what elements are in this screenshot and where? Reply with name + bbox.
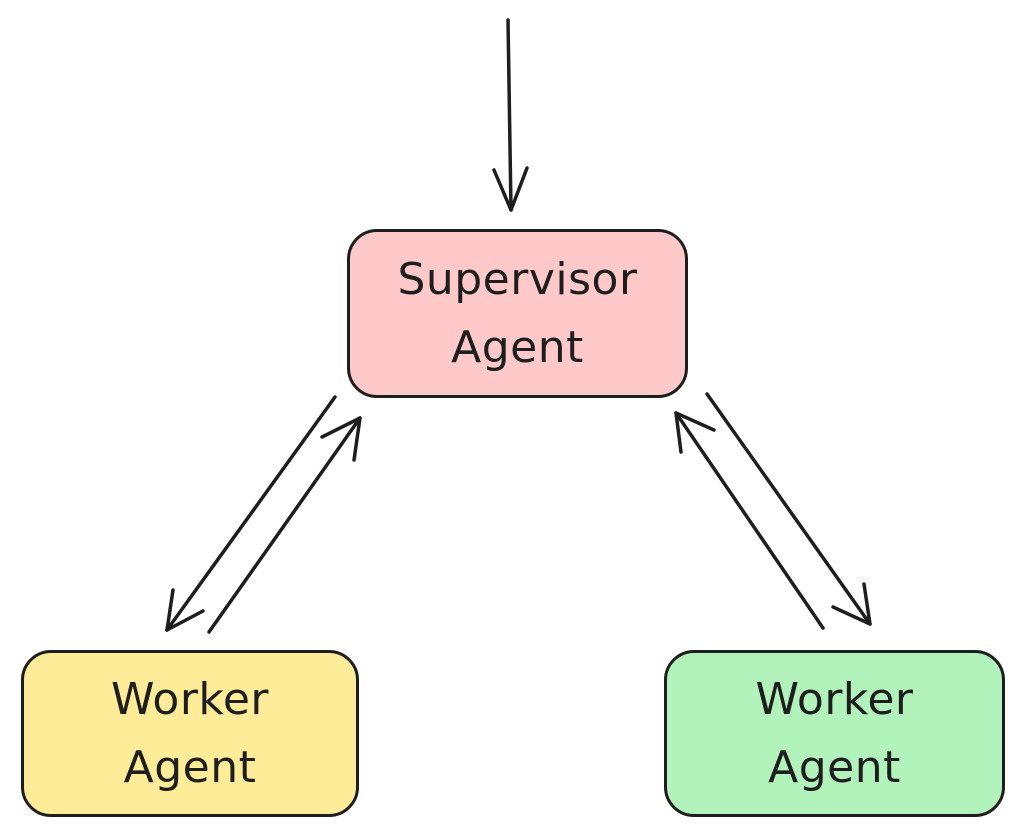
worker-agent-node-right[interactable]: Worker Agent bbox=[664, 650, 1005, 817]
worker-agent-node-left[interactable]: Worker Agent bbox=[21, 650, 359, 817]
edge-input-to-supervisor bbox=[492, 18, 529, 212]
supervisor-agent-node[interactable]: Supervisor Agent bbox=[347, 229, 688, 398]
supervisor-node-label-line2: Agent bbox=[451, 321, 584, 373]
worker-left-node-label-line1: Worker bbox=[110, 673, 269, 725]
edge-worker-right-to-supervisor bbox=[674, 411, 825, 630]
edge-supervisor-to-worker-left bbox=[165, 395, 337, 632]
edge-supervisor-to-worker-right bbox=[705, 392, 872, 626]
worker-right-node-label-line2: Agent bbox=[768, 741, 901, 793]
worker-left-node-label-line2: Agent bbox=[123, 741, 257, 793]
supervisor-node-label-line1: Supervisor bbox=[397, 253, 638, 305]
worker-right-node-label-line1: Worker bbox=[755, 673, 914, 725]
edge-worker-left-to-supervisor bbox=[207, 416, 362, 634]
